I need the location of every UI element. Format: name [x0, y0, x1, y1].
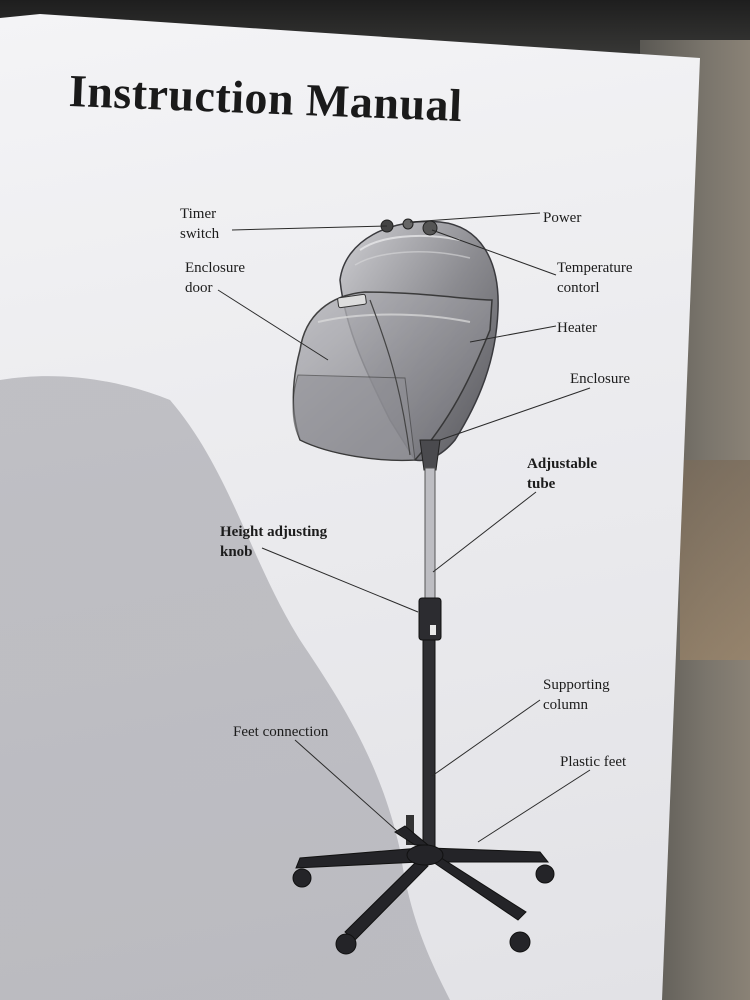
- label-supporting-column: Supporting column: [543, 677, 610, 713]
- label-temperature-control: Temperature contorl: [557, 260, 633, 296]
- adjustable-tube: [424, 467, 436, 601]
- label-heater: Heater: [557, 320, 597, 336]
- label-enclosure: Enclosure: [570, 371, 630, 387]
- label-power: Power: [543, 210, 582, 226]
- hood-neck: [419, 439, 441, 471]
- label-timer-switch: Timer switch: [180, 206, 220, 242]
- label-height-adjusting-knob: Height adjusting knob: [220, 524, 328, 560]
- leader-lines: [217, 212, 591, 843]
- label-enclosure-door: Enclosure door: [185, 260, 245, 296]
- label-feet-connection: Feet connection: [233, 724, 329, 740]
- label-adjustable-tube: Adjustable tube: [527, 456, 598, 492]
- enclosure-door: [292, 291, 493, 462]
- knob-marker: [430, 625, 436, 635]
- background-box: [680, 460, 750, 660]
- label-plastic-feet: Plastic feet: [560, 754, 627, 770]
- supporting-column: [422, 639, 436, 851]
- base-feet: [292, 825, 555, 955]
